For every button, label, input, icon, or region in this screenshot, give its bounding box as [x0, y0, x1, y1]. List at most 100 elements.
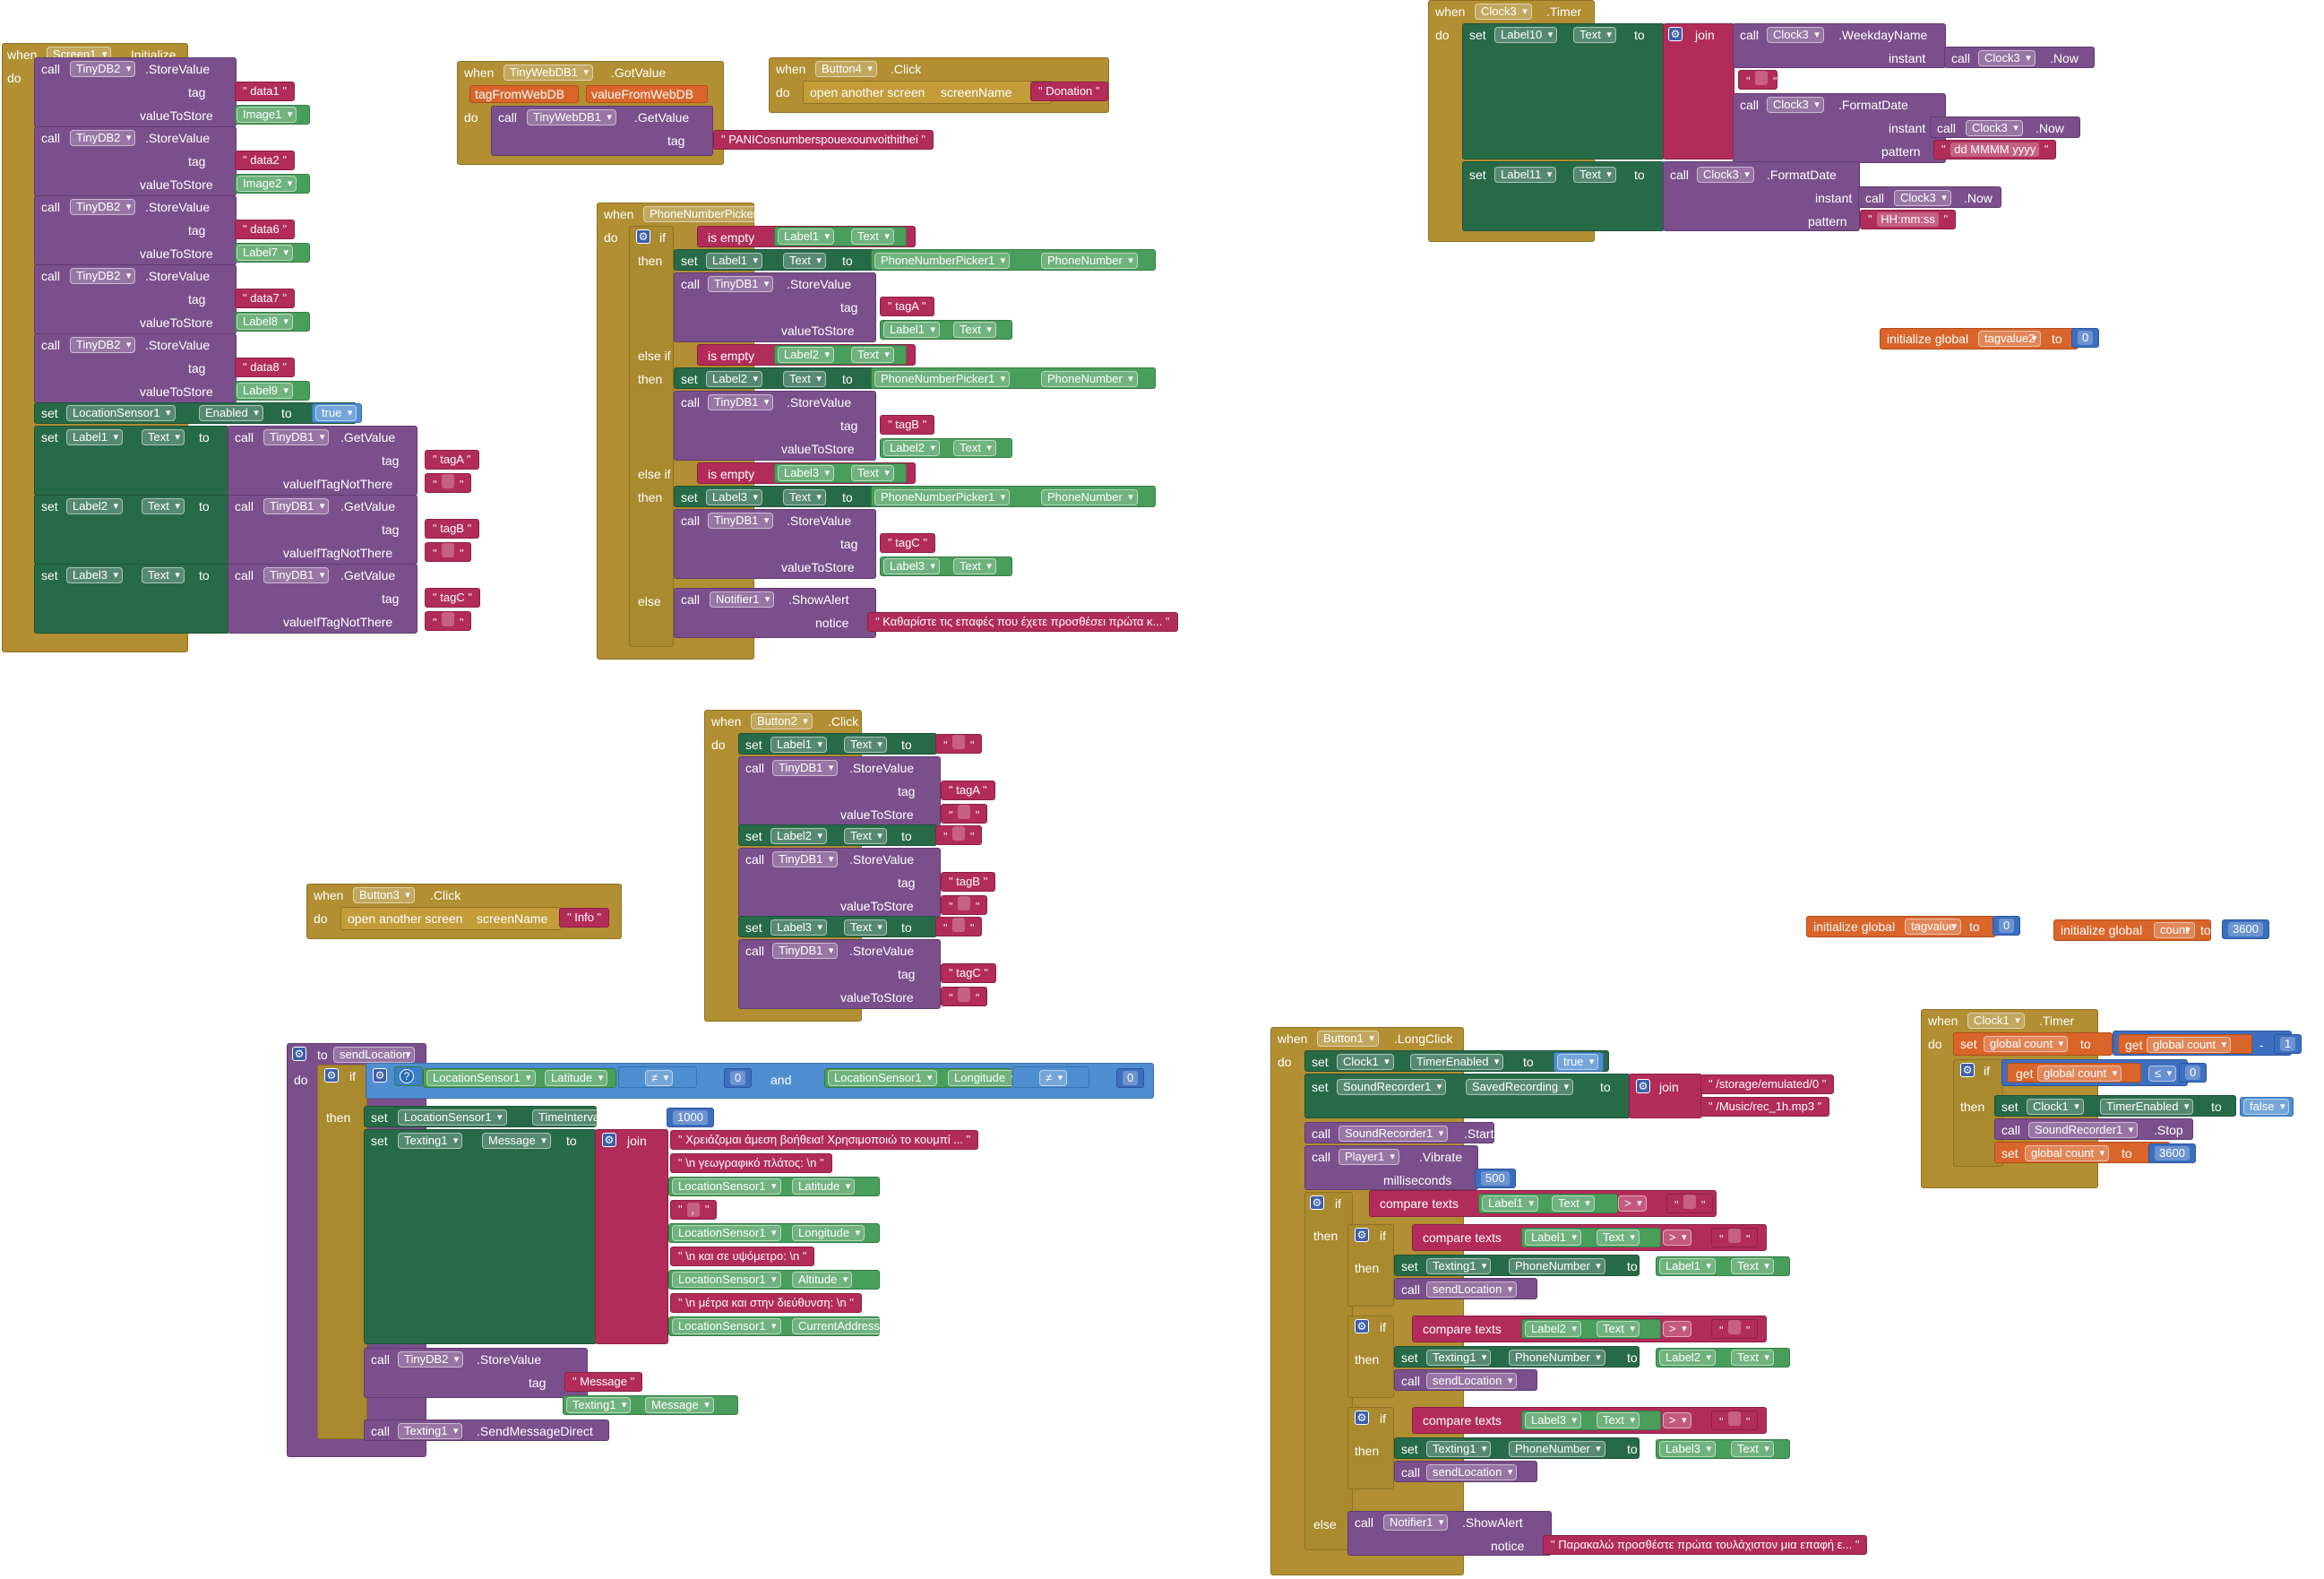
- sendlocation-dropdown[interactable]: sendLocation: [1426, 1373, 1518, 1389]
- number-block[interactable]: 1000: [667, 1108, 714, 1127]
- clock3-now-dropdown[interactable]: Clock3: [1894, 190, 1951, 206]
- string-value[interactable]: [958, 988, 971, 1002]
- number-value[interactable]: 0: [1999, 919, 2015, 933]
- pattern-text[interactable]: HH:mm:ss: [1877, 212, 1939, 227]
- tinydb2-dropdown[interactable]: TinyDB2: [398, 1351, 464, 1368]
- text-prop-dropdown[interactable]: Text: [1731, 1441, 1774, 1457]
- number-block[interactable]: 0: [1993, 916, 2021, 936]
- tag-string-block[interactable]: " tagB ": [425, 519, 480, 539]
- tinydb1-dropdown[interactable]: TinyDB1: [263, 498, 330, 514]
- string-value[interactable]: \n μέτρα και στην διεύθυνση: \n: [685, 1296, 847, 1309]
- soundrecorder1-dropdown[interactable]: SoundRecorder1: [1337, 1079, 1447, 1095]
- string-value[interactable]: Message: [580, 1375, 627, 1388]
- empty-string-block[interactable]: " ": [1711, 1228, 1759, 1247]
- text-prop-dropdown[interactable]: Text: [851, 229, 894, 245]
- label-dropdown[interactable]: Label1: [778, 229, 835, 245]
- phonenumber-prop-dropdown[interactable]: PhoneNumber: [1041, 253, 1138, 269]
- tag-string-block[interactable]: " tagA ": [880, 297, 934, 316]
- clock3-now-dropdown[interactable]: Clock3: [1966, 120, 2023, 136]
- locationsensor1-dropdown[interactable]: LocationSensor1: [828, 1070, 937, 1086]
- join-string-block[interactable]: " /storage/emulated/0 ": [1700, 1074, 1835, 1094]
- timerenabled-prop-dropdown[interactable]: TimerEnabled: [1410, 1054, 1504, 1070]
- phonenumber-prop-dropdown[interactable]: PhoneNumber: [1509, 1350, 1605, 1366]
- string-value[interactable]: [952, 735, 966, 749]
- soundrecorder1-dropdown[interactable]: SoundRecorder1: [1338, 1126, 1449, 1142]
- number-block[interactable]: 0: [2071, 328, 2100, 348]
- phonenumber-prop-dropdown[interactable]: PhoneNumber: [1041, 371, 1138, 387]
- string-value[interactable]: tagB: [440, 522, 464, 535]
- text-prop-dropdown[interactable]: Text: [142, 498, 185, 514]
- tag-string-block[interactable]: " data7 ": [235, 289, 296, 308]
- empty-string-block[interactable]: " ": [1666, 1194, 1714, 1213]
- tinydb1-dropdown[interactable]: TinyDB1: [708, 513, 774, 529]
- location-prop-dropdown[interactable]: CurrentAddress: [792, 1318, 896, 1334]
- picker-dropdown[interactable]: PhoneNumberPicker1: [874, 253, 1011, 269]
- string-value[interactable]: \n και σε υψόμετρο: \n: [685, 1249, 800, 1263]
- empty-string-block[interactable]: " ": [425, 473, 472, 493]
- component-value-dropdown[interactable]: Label7: [237, 245, 294, 261]
- text-prop-dropdown[interactable]: Text: [1731, 1258, 1774, 1274]
- locationsensor1-dropdown[interactable]: LocationSensor1: [398, 1109, 507, 1126]
- gt-operator-dropdown[interactable]: >: [1663, 1230, 1691, 1246]
- tinydb1-dropdown[interactable]: TinyDB1: [772, 760, 839, 776]
- text-prop-dropdown[interactable]: Text: [1573, 27, 1616, 43]
- string-value[interactable]: tagB: [895, 418, 919, 431]
- tinydb2-dropdown[interactable]: TinyDB2: [70, 268, 136, 284]
- text-prop-dropdown[interactable]: Text: [1597, 1412, 1640, 1428]
- empty-string-block[interactable]: " ": [1711, 1411, 1759, 1430]
- string-value[interactable]: [1683, 1195, 1697, 1209]
- label-dropdown[interactable]: Label3: [883, 558, 941, 574]
- text-prop-dropdown[interactable]: Text: [1573, 167, 1616, 183]
- locationsensor1-dropdown[interactable]: LocationSensor1: [426, 1070, 536, 1086]
- text-prop-dropdown[interactable]: Text: [783, 253, 826, 269]
- component-value-dropdown[interactable]: Image2: [237, 176, 297, 192]
- enabled-prop-dropdown[interactable]: Enabled: [199, 405, 263, 421]
- label-dropdown[interactable]: Label2: [66, 498, 124, 514]
- pattern-text[interactable]: dd MMMM yyyy: [1950, 142, 2040, 157]
- number-value[interactable]: 1000: [673, 1110, 708, 1125]
- notifier1-dropdown[interactable]: Notifier1: [710, 591, 775, 608]
- latitude-prop-dropdown[interactable]: Latitude: [545, 1070, 608, 1086]
- tag-string-block[interactable]: " Message ": [564, 1372, 643, 1392]
- string-value[interactable]: [952, 826, 966, 841]
- number-value[interactable]: 0: [2185, 1066, 2201, 1080]
- label11-dropdown[interactable]: Label11: [1494, 167, 1557, 183]
- tag-string-block[interactable]: " PANICosnumberspouexounvoithithei ": [713, 130, 934, 150]
- string-value[interactable]: tagC: [895, 536, 920, 549]
- label-dropdown[interactable]: Label3: [1659, 1441, 1717, 1457]
- text-prop-dropdown[interactable]: Text: [844, 828, 887, 844]
- join-string-block[interactable]: " /Music/rec_1h.mp3 ": [1700, 1097, 1830, 1117]
- string-value[interactable]: tagC: [440, 591, 465, 604]
- string-value[interactable]: \n γεωγραφικό πλάτος: \n: [685, 1156, 817, 1169]
- clock1-dropdown[interactable]: Clock1: [1967, 1013, 2025, 1029]
- clock3-dropdown[interactable]: Clock3: [1475, 4, 1532, 20]
- label-dropdown[interactable]: Label2: [1525, 1321, 1582, 1337]
- if-mutator-gear-icon[interactable]: ⚙: [324, 1068, 339, 1083]
- label-dropdown[interactable]: Label1: [66, 429, 124, 445]
- tinydb1-dropdown[interactable]: TinyDB1: [263, 567, 330, 583]
- number-block[interactable]: 3600: [2148, 1143, 2196, 1163]
- param-valuefromwebdb[interactable]: valueFromWebDB: [591, 87, 694, 101]
- gt-operator-dropdown[interactable]: >: [1663, 1321, 1691, 1337]
- number-block[interactable]: 0: [1116, 1068, 1145, 1088]
- global-count-setter-dropdown[interactable]: global count: [2025, 1145, 2110, 1161]
- number-value[interactable]: 0: [2078, 331, 2094, 345]
- tag-string-block[interactable]: " tagA ": [941, 781, 995, 800]
- screen-string-block[interactable]: " Donation ": [1030, 82, 1108, 101]
- number-value[interactable]: 0: [1123, 1071, 1139, 1085]
- string-value[interactable]: [1728, 1320, 1742, 1334]
- component-value-dropdown[interactable]: Label8: [237, 314, 294, 330]
- label-dropdown[interactable]: Label3: [778, 465, 835, 481]
- global-count-getter-dropdown[interactable]: global count: [2037, 1066, 2122, 1082]
- string-value[interactable]: data6: [250, 222, 280, 236]
- picker-dropdown[interactable]: PhoneNumberPicker1: [874, 489, 1011, 505]
- sendlocation-dropdown[interactable]: sendLocation: [1426, 1464, 1518, 1480]
- join-string-block[interactable]: " \n μέτρα και στην διεύθυνση: \n ": [670, 1293, 862, 1313]
- gt-operator-dropdown[interactable]: >: [1663, 1412, 1691, 1428]
- tag-string-block[interactable]: " data6 ": [235, 220, 296, 239]
- tinydb1-dropdown[interactable]: TinyDB1: [708, 276, 774, 292]
- procedure-mutator-gear-icon[interactable]: ⚙: [292, 1047, 306, 1061]
- procedure-name[interactable]: sendLocation: [333, 1047, 416, 1063]
- button3-dropdown[interactable]: Button3: [353, 887, 415, 903]
- neq-operator-dropdown[interactable]: ≠: [645, 1070, 674, 1086]
